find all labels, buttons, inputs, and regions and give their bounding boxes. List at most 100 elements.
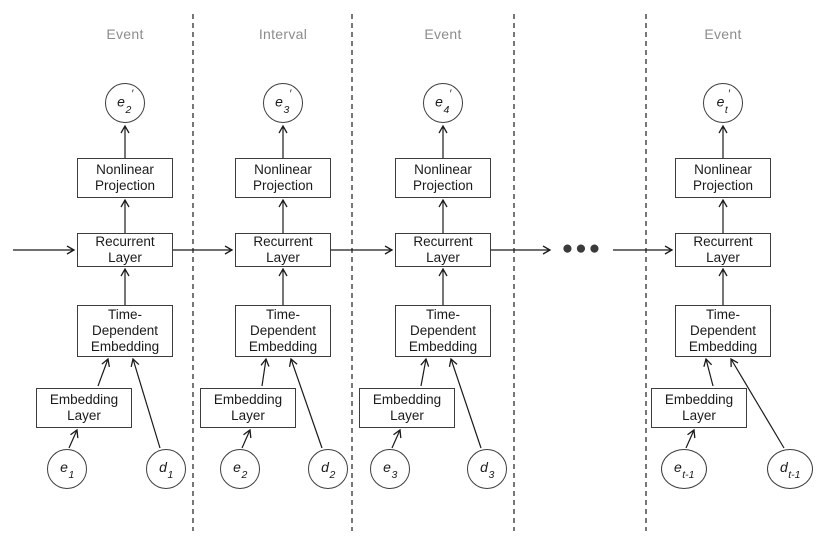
nonlinear-projection-box-label-line: Nonlinear	[694, 162, 752, 177]
math-base: e	[716, 93, 725, 110]
embedding-layer-box-label-line: Embedding	[49, 392, 119, 407]
event-input-circle-label: e3	[383, 459, 398, 481]
time-dependent-embedding-box-label-line: Embedding	[408, 339, 478, 354]
event-to-embedding-arrow	[68, 430, 77, 449]
time-dependent-embedding-box-label-line: Dependent	[409, 323, 477, 338]
math-prime: ′	[728, 88, 731, 101]
embedding-to-tde-arrow	[706, 359, 714, 387]
time-dependent-embedding-box-label-line: Embedding	[90, 339, 160, 354]
time-dependent-embedding-box-label-line: Embedding	[248, 339, 318, 354]
duration-input-circle: d1	[146, 449, 186, 489]
time-dependent-embedding-box-label-line: Dependent	[689, 323, 757, 338]
embedding-layer-box-label-line: Layer	[231, 408, 265, 423]
embedding-to-tde-arrow	[262, 359, 266, 387]
math-base: d	[779, 459, 788, 476]
duration-to-tde-arrow	[731, 359, 785, 449]
math-base: d	[159, 459, 167, 476]
math-base: e	[275, 93, 283, 110]
segment-label: Event	[106, 26, 144, 42]
embedding-layer-box-label-line: Embedding	[664, 392, 734, 407]
math-subscript: t-1	[682, 468, 695, 481]
recurrent-layer-box-label-line: Recurrent	[253, 234, 313, 249]
event-to-embedding-arrow	[241, 430, 250, 449]
math-subscript: 3	[283, 103, 290, 116]
math-subscript: 2	[241, 468, 248, 481]
nonlinear-projection-box-label-line: Projection	[692, 178, 754, 193]
math-base: d	[480, 459, 488, 476]
output-event-circle-label: et′	[716, 88, 731, 115]
math-base: e	[233, 459, 241, 476]
recurrent-layer-box-label-line: Layer	[426, 250, 460, 265]
embedding-layer-box-label-line: Layer	[390, 408, 424, 423]
output-event-circle: e3 ′	[263, 83, 303, 123]
segment-label: Event	[704, 26, 742, 42]
math-base: e	[673, 459, 682, 476]
output-event-circle: e2′	[105, 83, 145, 123]
math-prime: ′	[289, 88, 292, 101]
math-base: e	[117, 93, 125, 110]
embedding-layer-box-label-line: Embedding	[372, 392, 442, 407]
embedding-layer-box-label-line: Embedding	[213, 392, 283, 407]
time-dependent-embedding-box-label-line: Dependent	[91, 323, 159, 338]
event-to-embedding-arrow	[391, 430, 400, 449]
separator-dashed-lines	[192, 14, 647, 531]
time-dependent-embedding-box-label-line: Dependent	[249, 323, 317, 338]
time-dependent-embedding-box-label-line: Time-	[706, 307, 740, 322]
time-dependent-embedding-box-label-line: Time-	[266, 307, 300, 322]
embedding-to-tde-arrow	[421, 359, 426, 387]
segment-label: Interval	[258, 26, 308, 42]
duration-input-circle: d3	[467, 449, 507, 489]
recurrent-layer-box-label-line: Recurrent	[693, 234, 753, 249]
column-arrows	[68, 126, 785, 449]
output-event-circle: e4′	[423, 83, 463, 123]
math-subscript: 3	[391, 468, 398, 481]
math-base: d	[321, 459, 329, 476]
recurrent-layer-box-label-line: Recurrent	[413, 234, 473, 249]
duration-to-tde-arrow	[133, 359, 161, 449]
nonlinear-projection-box-label-line: Projection	[252, 178, 314, 193]
time-dependent-embedding-box-label-line: Embedding	[688, 339, 758, 354]
nonlinear-projection-box-label-line: Nonlinear	[254, 162, 312, 177]
event-input-circle-label: et-1	[673, 459, 695, 481]
event-input-circle: e1	[47, 449, 87, 489]
duration-input-circle-label: d1	[159, 459, 174, 481]
event-input-circle-label: e2	[233, 459, 248, 481]
output-event-circle-label: e2′	[117, 88, 134, 116]
nonlinear-projection-box-label-line: Projection	[94, 178, 156, 193]
recurrent-layer-box-label-line: Recurrent	[95, 234, 155, 249]
output-event-circle: et′	[703, 83, 743, 123]
segment-label: Event	[424, 26, 462, 42]
math-subscript: 2	[125, 103, 132, 116]
math-subscript: 1	[68, 468, 75, 481]
duration-to-tde-arrow	[451, 359, 482, 449]
math-base: e	[435, 93, 443, 110]
event-input-circle: et-1	[661, 449, 707, 489]
math-subscript: 2	[329, 468, 336, 481]
math-prime: ′	[449, 88, 452, 101]
event-to-embedding-arrow	[685, 430, 694, 449]
embedding-to-tde-arrow	[97, 359, 108, 387]
math-subscript: 1	[167, 468, 174, 481]
output-event-circle-label: e4′	[435, 88, 452, 115]
event-input-circle: e3	[370, 449, 410, 489]
embedding-layer-box-label-line: Layer	[67, 408, 101, 423]
duration-input-circle: dt-1	[767, 449, 813, 489]
duration-input-circle-label: d2	[321, 459, 336, 481]
math-subscript: t-1	[788, 468, 801, 481]
duration-input-circle: d2	[308, 449, 348, 489]
